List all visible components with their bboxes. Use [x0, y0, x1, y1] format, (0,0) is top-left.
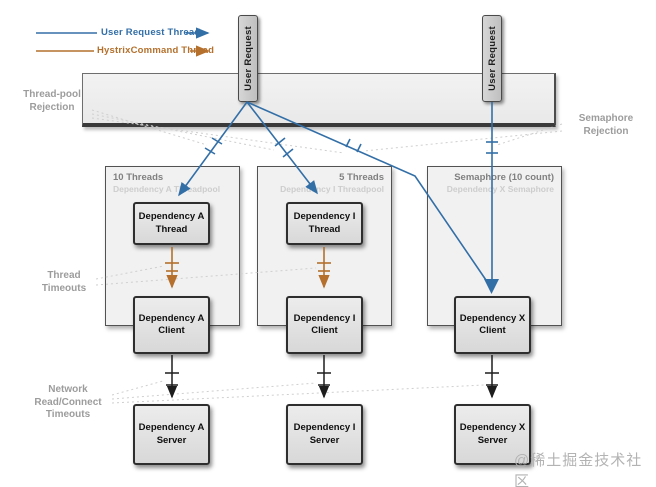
dependency-i-server-box: Dependency I Server: [286, 404, 363, 465]
user-request-box-1: User Request: [238, 15, 258, 102]
dependency-a-thread-box: Dependency A Thread: [133, 202, 210, 245]
dependency-x-client-box: Dependency X Client: [454, 296, 531, 354]
thread-pool-rejection-label: Thread-pool Rejection: [23, 89, 81, 113]
pool-subtitle: Dependency I Threadpool: [280, 184, 384, 194]
network-timeouts-label: Network Read/Connect Timeouts: [34, 384, 102, 420]
dependency-i-thread-box: Dependency I Thread: [286, 202, 363, 245]
pool-subtitle: Dependency X Semaphore: [446, 184, 554, 194]
watermark: @稀土掘金技术社区: [514, 452, 643, 487]
dependency-i-client-box: Dependency I Client: [286, 296, 363, 354]
dependency-x-server-box: Dependency X Server: [454, 404, 531, 465]
network-connection-arrows: [165, 355, 499, 399]
dependency-a-client-box: Dependency A Client: [133, 296, 210, 354]
pool-title: 10 Threads: [113, 172, 164, 183]
user-request-label: User Request: [242, 26, 254, 91]
user-request-box-2: User Request: [482, 15, 502, 102]
legend-hystrix-command-thread-label: HystrixCommand Thread: [97, 45, 215, 56]
pool-subtitle: Dependency A Threadpool: [113, 184, 221, 194]
pool-title: 5 Threads: [339, 172, 384, 183]
semaphore-rejection-label: Semaphore Rejection: [578, 113, 634, 137]
user-request-label: User Request: [486, 26, 498, 91]
pool-title: Semaphore (10 count): [454, 172, 554, 183]
legend-user-request-thread-label: User Request Thread: [101, 27, 201, 38]
thread-timeouts-label: Thread Timeouts: [41, 270, 87, 294]
dependency-a-server-box: Dependency A Server: [133, 404, 210, 465]
